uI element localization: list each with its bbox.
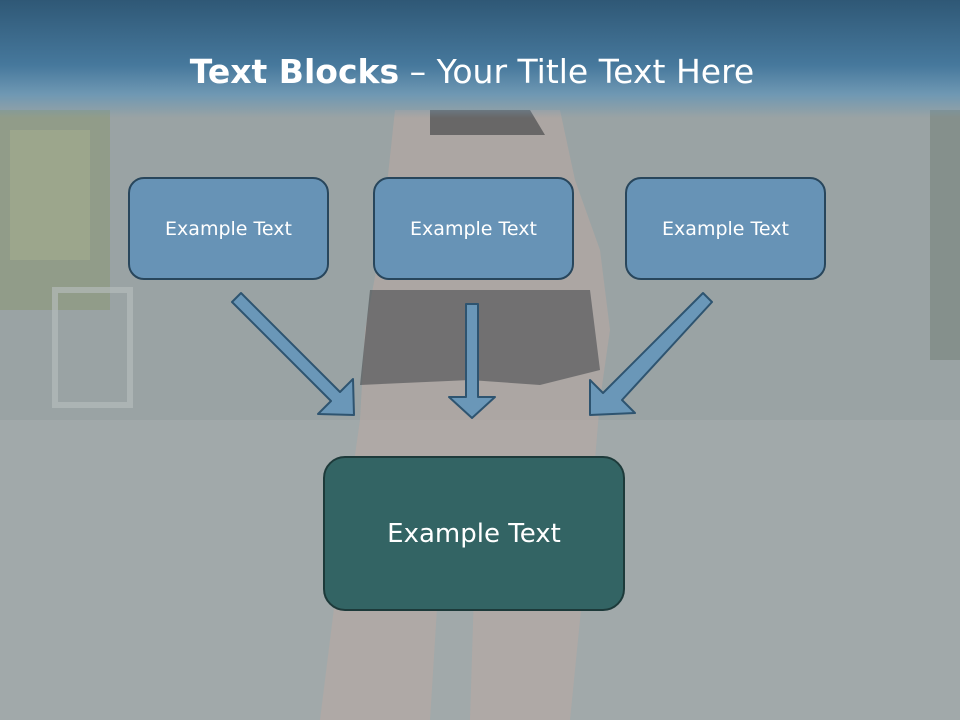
text-block-top-right[interactable]: Example Text [625,177,826,280]
slide-title: Text Blocks – Your Title Text Here [0,52,944,91]
title-dash: – [399,52,437,91]
arrow-down-left-icon [589,292,713,416]
arrow-down-icon [448,303,496,419]
arrow-down-right-icon [231,292,355,416]
text-block-main[interactable]: Example Text [323,456,625,611]
title-bold-part: Text Blocks [189,52,400,91]
title-band [0,0,960,118]
text-block-label: Example Text [662,217,789,240]
text-block-label: Example Text [410,217,537,240]
text-block-main-label: Example Text [387,518,561,549]
title-rest-part: Your Title Text Here [436,52,755,91]
text-block-top-left[interactable]: Example Text [128,177,329,280]
text-block-top-center[interactable]: Example Text [373,177,574,280]
text-block-label: Example Text [165,217,292,240]
